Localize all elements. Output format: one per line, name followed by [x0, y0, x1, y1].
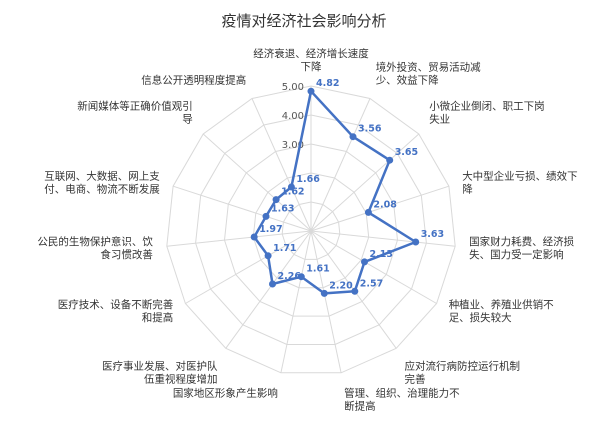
category-label: 大中型企业亏损、绩效下	[462, 169, 578, 182]
data-point	[307, 87, 315, 95]
data-label: 4.82	[316, 78, 339, 89]
data-series	[250, 87, 420, 297]
grid-ring	[252, 172, 370, 289]
data-point	[272, 196, 280, 204]
category-label: 和提高	[142, 311, 174, 324]
category-label: 信息公开透明程度提高	[141, 74, 246, 87]
grid-spoke	[172, 185, 312, 232]
data-labels: 4.82 3.56 3.65 2.08 3.63 2.13 2.57 2.201.61 2.26…	[259, 78, 444, 291]
grid-spoke	[310, 98, 371, 232]
category-label: 国家地区形象产生影响	[173, 387, 278, 400]
grid-ring	[223, 143, 399, 317]
grid-spoke	[310, 185, 450, 232]
category-label: 失、国力受一定影响	[469, 248, 563, 261]
grid-spoke	[310, 230, 437, 304]
grid-spoke	[310, 230, 456, 247]
category-label: 完善	[405, 373, 426, 386]
data-point	[320, 289, 328, 297]
data-label: 2.26	[278, 271, 302, 282]
data-point	[287, 183, 295, 191]
chart-title: 疫情对经济社会影响分析	[221, 12, 386, 30]
grid-ring	[281, 201, 341, 260]
data-point	[412, 238, 420, 246]
data-point	[250, 233, 258, 241]
data-point	[361, 258, 368, 266]
grid-spoke	[202, 133, 312, 232]
category-label: 断提高	[344, 400, 376, 413]
data-label: 1.63	[271, 203, 294, 214]
grid-spoke	[225, 230, 312, 349]
radar-grid	[166, 85, 456, 374]
category-label: 付、电商、物流不断发展	[44, 182, 160, 195]
data-label: 2.13	[370, 249, 393, 260]
category-label: 互联网、大数据、网上支	[44, 169, 160, 182]
category-label: 国家财力耗费、经济损	[469, 235, 574, 248]
grid-ring	[195, 114, 427, 345]
category-label: 少、效益下降	[376, 74, 439, 87]
data-label: 1.62	[281, 187, 304, 198]
radial-tick-labels: 3.00 4.00 5.00	[282, 82, 304, 151]
category-label: 伍重视程度增加	[144, 373, 218, 386]
category-label: 境外投资、贸易活动减	[376, 61, 481, 74]
category-label: 经济衰退、经济增长速度	[253, 47, 369, 60]
data-point	[386, 156, 394, 164]
category-label: 新闻媒体等正确价值观引	[77, 100, 193, 113]
data-label: 1.97	[259, 224, 282, 235]
data-point	[351, 287, 359, 295]
category-label: 公民的生物保护意识、饮	[37, 235, 153, 248]
data-point	[269, 280, 276, 288]
data-label: 1.61	[306, 264, 329, 275]
category-label: 食习惯改善	[100, 248, 153, 261]
category-label: 失业	[429, 113, 450, 126]
tick-label: 5.00	[282, 82, 304, 93]
grid-spoke	[166, 230, 312, 247]
data-label: 1.71	[273, 243, 296, 254]
data-label: 3.56	[358, 124, 382, 135]
data-point	[264, 252, 272, 260]
category-label: 医疗技术、设备不断完善	[58, 298, 174, 311]
category-label: 应对流行病防控运行机制	[405, 360, 521, 373]
data-point	[297, 273, 305, 281]
data-label: 2.08	[373, 199, 397, 210]
grid-ring	[166, 85, 456, 374]
data-label: 2.57	[360, 278, 383, 289]
data-label: 2.20	[329, 280, 353, 291]
grid-spoke	[310, 230, 342, 373]
category-label: 小微企业倒闭、职工下岗	[429, 100, 545, 113]
category-label: 管理、组织、治理能力不	[344, 387, 460, 400]
data-point	[364, 208, 372, 216]
category-label: 足、损失较大	[449, 311, 512, 324]
grid-spoke	[310, 133, 420, 232]
category-label: 降	[462, 182, 473, 195]
data-label: 3.63	[421, 229, 444, 240]
data-label: 1.66	[296, 174, 320, 185]
data-point	[349, 133, 357, 141]
tick-label: 4.00	[282, 111, 304, 122]
data-point	[262, 212, 270, 220]
data-label: 3.65	[395, 147, 418, 158]
grid-spoke	[280, 230, 312, 373]
category-label: 医疗事业发展、对医护队	[102, 360, 218, 373]
series-line	[252, 89, 417, 295]
category-label: 种植业、养殖业供销不	[449, 298, 554, 311]
tick-label: 3.00	[282, 140, 304, 151]
grid-spoke	[251, 98, 312, 232]
category-label: 下降	[301, 60, 322, 73]
grid-spoke	[185, 230, 312, 304]
category-label: 导	[182, 114, 193, 126]
